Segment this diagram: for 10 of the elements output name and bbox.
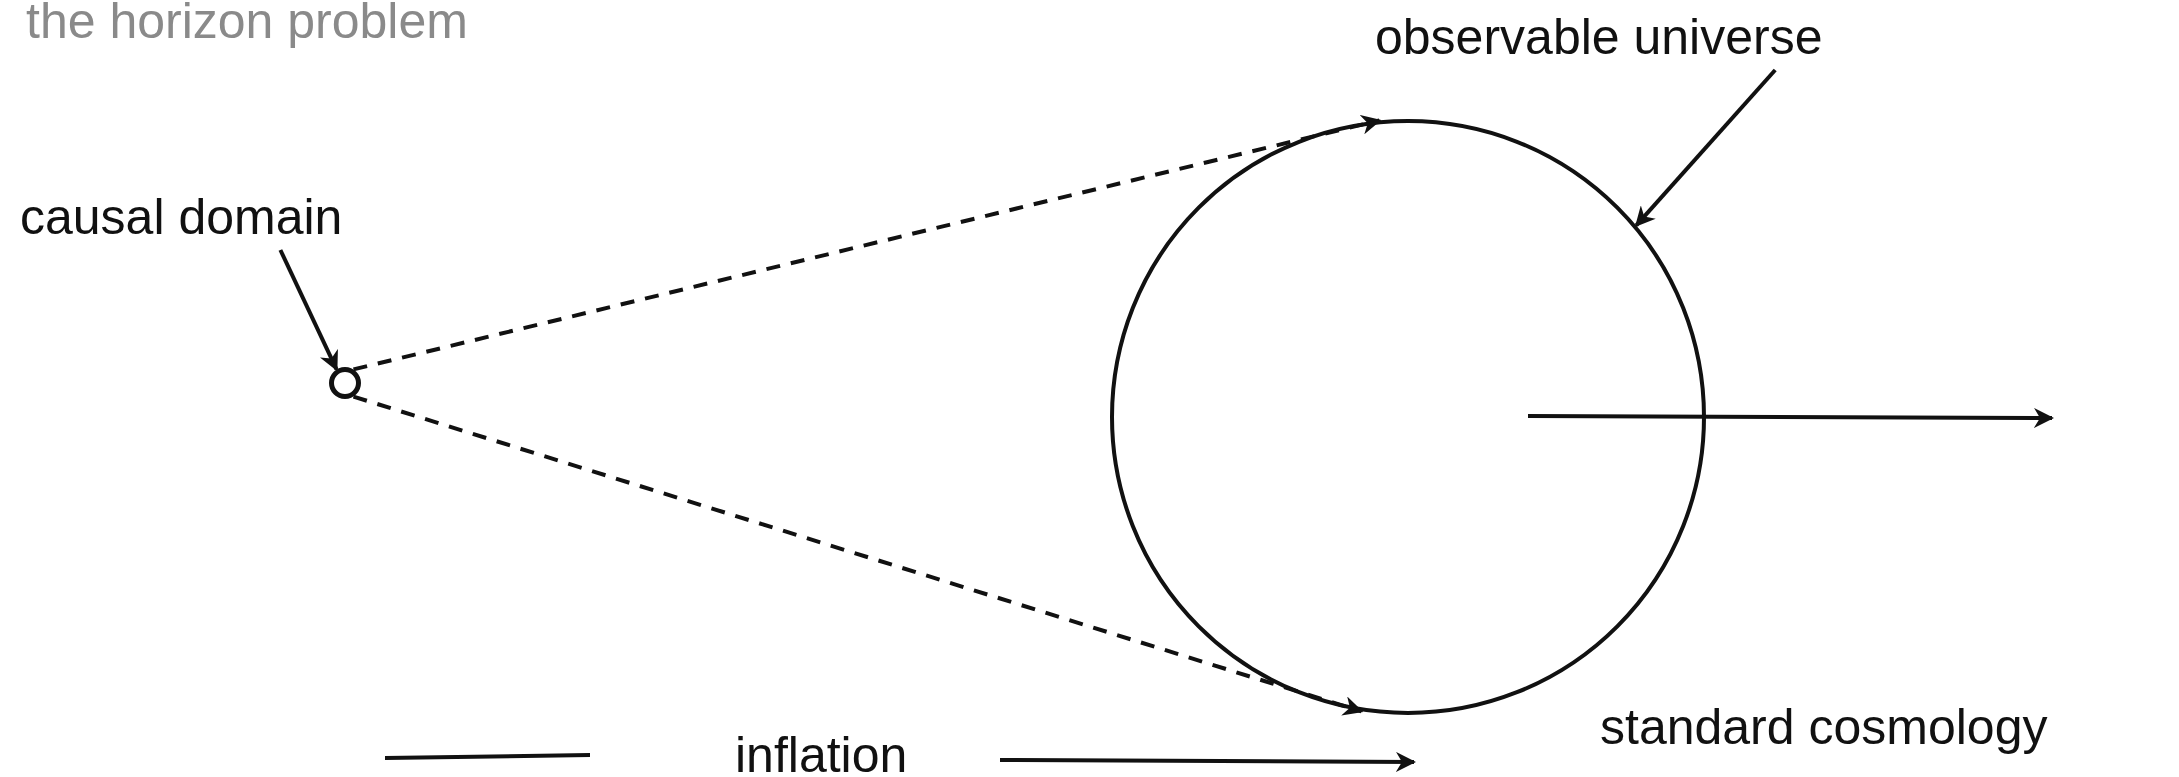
text-label: inflation: [735, 728, 908, 777]
dashed-arrow: [353, 114, 1382, 372]
leader-arrow: [1634, 68, 1777, 227]
dashed-arrow: [352, 394, 1364, 716]
circle: [329, 367, 361, 399]
leader-arrow: [278, 249, 339, 372]
diagram-title: the horizon problem: [26, 0, 468, 49]
text-label: standard cosmology: [1600, 700, 2048, 755]
text-label: observable universe: [1375, 10, 1955, 70]
text-label: causal domain: [20, 190, 440, 250]
